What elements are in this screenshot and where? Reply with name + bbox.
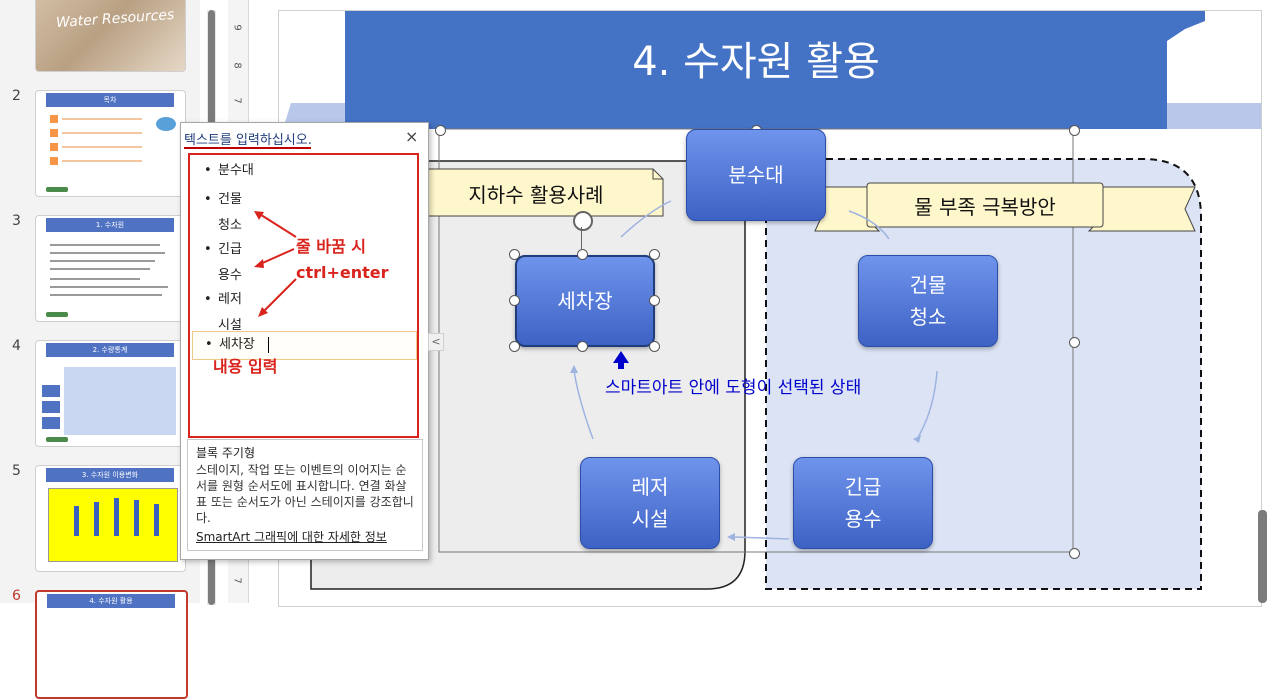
thumbnail-title: 3. 수자원 이용변화 — [46, 468, 174, 482]
node-carwash-selected[interactable]: 세차장 — [515, 255, 655, 347]
thumbnail-title: Water Resources — [55, 6, 175, 32]
right-group-banner[interactable]: 물 부족 극복방안 — [914, 195, 1056, 219]
shape-handle[interactable] — [509, 295, 520, 306]
thumbnail-slide-3[interactable]: 1. 수자원 — [35, 215, 186, 322]
node-label: 용수 — [844, 507, 882, 531]
node-label: 시설 — [631, 507, 669, 531]
slide-thumbnail-pane: Water Resources 2 목차 3 1. 수자원 4 2. 수량통계 — [0, 0, 200, 699]
thumbnail-title: 목차 — [46, 93, 174, 107]
bullet-continuation[interactable]: 청소 — [218, 218, 242, 233]
node-building-cleaning[interactable]: 건물 청소 — [858, 255, 998, 347]
bullet-item[interactable]: 레저 — [204, 290, 242, 310]
shape-handle[interactable] — [649, 249, 660, 260]
layout-description-box: 블록 주기형 스테이지, 작업 또는 이벤트의 이어지는 순서를 원형 순서도에… — [187, 439, 423, 551]
rotate-connector — [581, 227, 582, 249]
node-label: 레저 — [631, 475, 669, 499]
title-band — [345, 11, 1205, 129]
selection-annotation: 스마트아트 안에 도형이 선택된 상태 — [605, 378, 862, 398]
smartart-help-link[interactable]: SmartArt 그래픽에 대한 자세한 정보 — [196, 530, 387, 544]
thumbnail-title: 4. 수자원 활용 — [47, 594, 175, 608]
frame-handle[interactable] — [435, 125, 446, 136]
thumbnail-number: 6 — [12, 588, 21, 604]
thumbnail-slide-1[interactable]: Water Resources — [35, 0, 186, 72]
shape-handle[interactable] — [649, 341, 660, 352]
frame-handle[interactable] — [1069, 125, 1080, 136]
thumbnail-number: 5 — [12, 463, 21, 479]
thumbnail-number: 3 — [12, 213, 21, 229]
node-label: 긴급 — [844, 475, 882, 499]
text-entry-box[interactable]: 분수대 건물 청소 긴급 용수 레저 시설 세차장 줄 바꿈 시 ctrl+en… — [188, 153, 419, 438]
bullet-item[interactable]: 긴급 — [204, 240, 242, 260]
node-fountain[interactable]: 분수대 — [686, 129, 826, 221]
bullet-item[interactable]: 분수대 — [204, 161, 254, 181]
node-leisure-facility[interactable]: 레저 시설 — [580, 457, 720, 549]
rotate-handle-icon[interactable] — [573, 211, 593, 231]
slide-canvas[interactable]: 4. 수자원 활용 지하수 활용사례 물 부족 극복방안 분수대 건물 청소 긴… — [278, 10, 1262, 607]
frame-handle[interactable] — [1069, 548, 1080, 559]
active-bullet-row[interactable]: 세차장 — [192, 331, 417, 360]
thumbnail-slide-6-selected[interactable]: 4. 수자원 활용 — [35, 590, 188, 699]
shape-handle[interactable] — [577, 341, 588, 352]
text-pane-title: 텍스트를 입력하십시오. — [184, 133, 312, 148]
left-group-label[interactable]: 지하수 활용사례 — [468, 183, 604, 207]
shape-handle[interactable] — [509, 341, 520, 352]
thumbnail-slide-5[interactable]: 3. 수자원 이용변화 — [35, 465, 186, 572]
node-label: 건물 — [909, 273, 947, 297]
shortcut-annotation: ctrl+enter — [296, 263, 389, 282]
thumbnail-number: 2 — [12, 88, 21, 104]
thumbnail-slide-2[interactable]: 목차 — [35, 90, 186, 197]
thumbnail-slide-4[interactable]: 2. 수량통계 — [35, 340, 186, 447]
title-underline — [184, 147, 311, 149]
thumbnail-title: 2. 수량통계 — [46, 343, 174, 357]
annotation-arrows — [254, 211, 297, 317]
bullet-item[interactable]: 건물 — [204, 190, 242, 210]
bullet-continuation[interactable]: 시설 — [218, 318, 242, 333]
shape-handle[interactable] — [649, 295, 660, 306]
bullet-item-active[interactable]: 세차장 — [205, 335, 255, 355]
input-annotation: 내용 입력 — [213, 357, 278, 376]
ruler-mark: 7 — [231, 97, 243, 104]
close-icon[interactable]: × — [405, 127, 419, 146]
ruler-mark: 7 — [231, 577, 243, 584]
layout-name: 블록 주기형 — [196, 446, 256, 460]
smartart-text-pane[interactable]: 텍스트를 입력하십시오. × 분수대 건물 청소 긴급 용수 레저 시설 세차장… — [180, 122, 429, 560]
node-label: 분수대 — [728, 163, 784, 187]
ruler-mark: 8 — [231, 62, 243, 69]
slide-title[interactable]: 4. 수자원 활용 — [632, 39, 880, 85]
slide-scrollbar-thumb[interactable] — [1258, 510, 1267, 603]
node-label: 청소 — [909, 305, 947, 329]
node-emergency-water[interactable]: 긴급 용수 — [793, 457, 933, 549]
thumbnail-title: 1. 수자원 — [46, 218, 174, 232]
text-pane-toggle-button[interactable]: < — [428, 333, 444, 351]
text-cursor — [268, 337, 269, 353]
layout-description: 스테이지, 작업 또는 이벤트의 이어지는 순서를 원형 순서도에 표시합니다.… — [196, 463, 414, 525]
bullet-continuation[interactable]: 용수 — [218, 268, 242, 283]
thumbnail-number: 4 — [12, 338, 21, 354]
frame-handle[interactable] — [1069, 337, 1080, 348]
shape-handle[interactable] — [577, 249, 588, 260]
shape-handle[interactable] — [509, 249, 520, 260]
ruler-mark: 9 — [231, 24, 243, 31]
linebreak-annotation: 줄 바꿈 시 — [296, 237, 367, 256]
node-label: 세차장 — [557, 289, 613, 313]
